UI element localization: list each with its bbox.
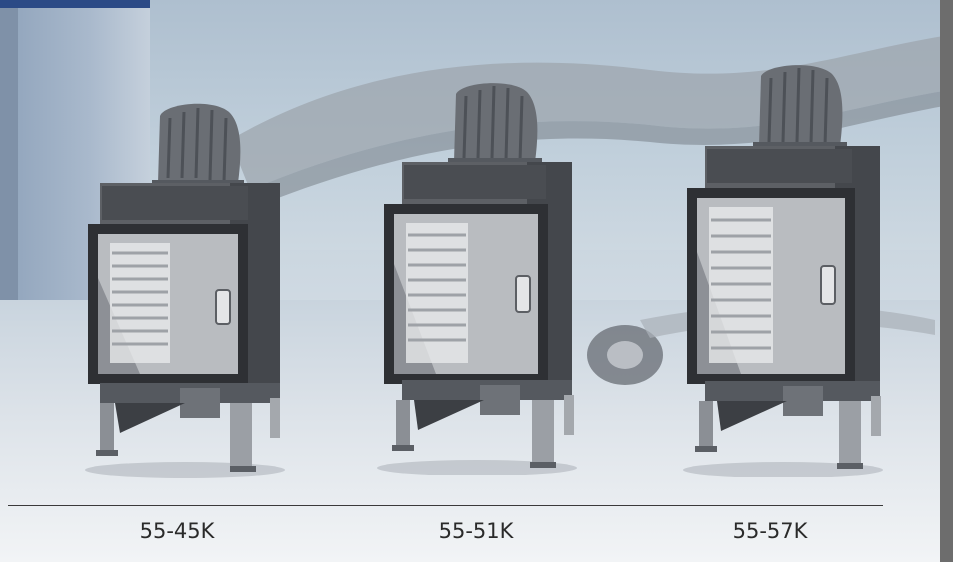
- stove-image-55-57K: [675, 62, 890, 477]
- right-edge-bar: [940, 0, 953, 562]
- product-label-3: 55-57K: [732, 519, 808, 543]
- product-label-1: 55-45K: [139, 519, 215, 543]
- background-wall-strip: [0, 0, 18, 330]
- stove-image-55-51K: [372, 80, 582, 475]
- divider-line: [8, 505, 883, 506]
- top-accent-bar: [0, 0, 150, 8]
- stove-image-55-45K: [80, 98, 290, 478]
- product-label-2: 55-51K: [438, 519, 514, 543]
